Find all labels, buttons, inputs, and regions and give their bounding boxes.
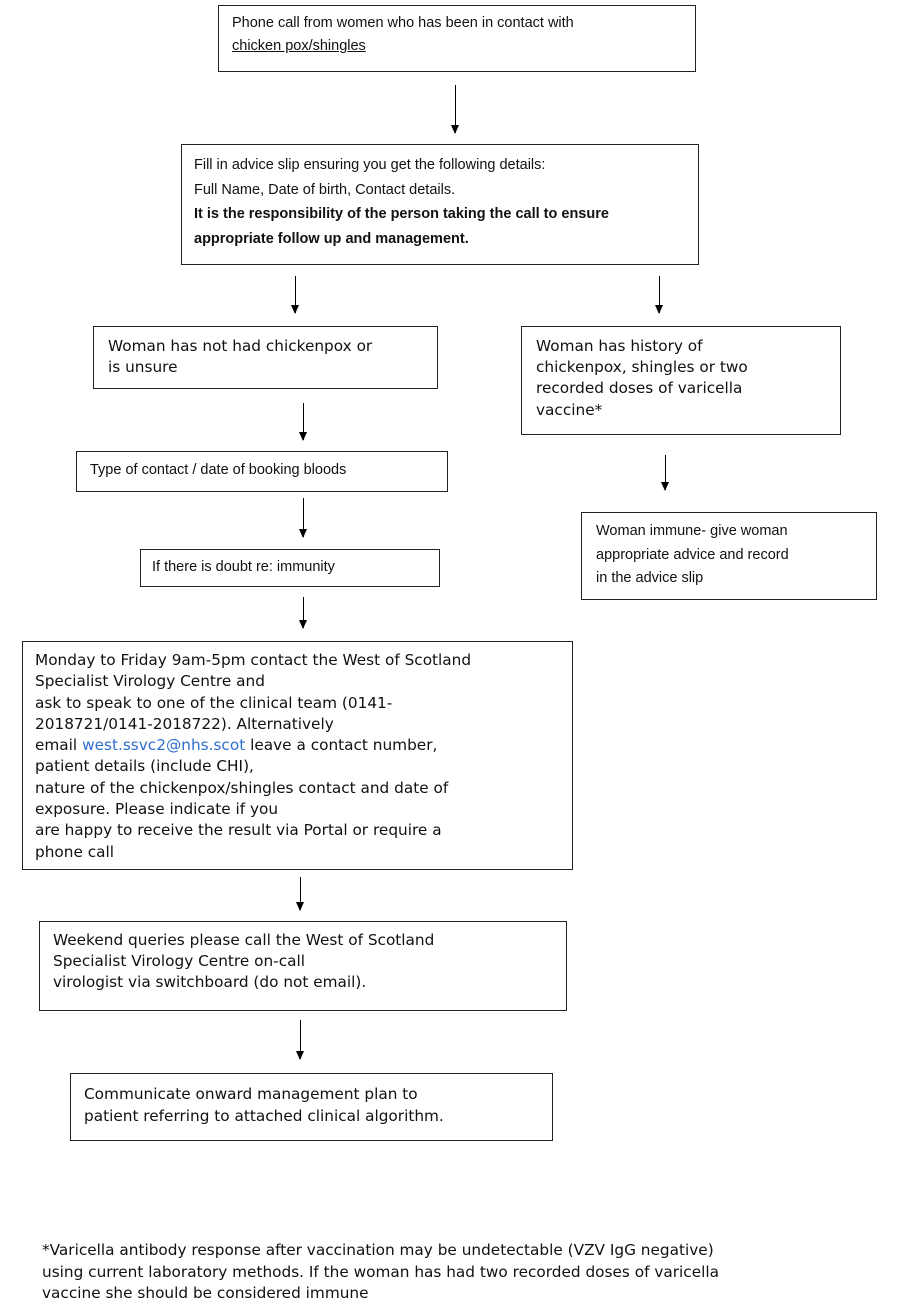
text: email bbox=[35, 736, 83, 755]
text: vaccine she should be considered immune bbox=[42, 1284, 369, 1302]
text: using current laboratory methods. If the… bbox=[42, 1262, 720, 1281]
box-immune: Woman immune- give woman appropriate adv… bbox=[581, 512, 877, 600]
text: Communicate onward management plan to bbox=[84, 1085, 418, 1103]
arrow-down bbox=[295, 1020, 304, 1060]
box-not-had-chickenpox: Woman has not had chickenpox or is unsur… bbox=[93, 326, 438, 389]
footnote: *Varicella antibody response after vacci… bbox=[42, 1240, 719, 1305]
text: Full Name, Date of birth, Contact detail… bbox=[194, 181, 456, 198]
box-type-of-contact: Type of contact / date of booking bloods bbox=[76, 451, 448, 492]
text: in the advice slip bbox=[596, 570, 704, 586]
text: If there is doubt re: immunity bbox=[152, 559, 335, 575]
email-link[interactable]: west.ssvc2@nhs.scot bbox=[82, 736, 246, 755]
text: Type of contact / date of booking bloods bbox=[90, 462, 347, 478]
text: exposure. Please indicate if you bbox=[35, 800, 279, 819]
text: *Varicella antibody response after vacci… bbox=[42, 1241, 714, 1259]
text: email west.ssvc2@nhs.scot leave a contac… bbox=[35, 735, 572, 756]
text: virologist via switchboard (do not email… bbox=[53, 973, 367, 992]
text: nature of the chickenpox/shingles contac… bbox=[35, 778, 449, 797]
arrow-down bbox=[295, 877, 304, 911]
arrow-down bbox=[298, 498, 307, 538]
text: recorded doses of varicella bbox=[536, 379, 743, 398]
box-history: Woman has history of chickenpox, shingle… bbox=[521, 326, 841, 435]
box-advice-slip: Fill in advice slip ensuring you get the… bbox=[181, 144, 699, 265]
text: 2018721/0141-2018722). Alternatively bbox=[35, 714, 334, 733]
box-communicate: Communicate onward management plan to pa… bbox=[70, 1073, 553, 1141]
box-weekday-contact: Monday to Friday 9am-5pm contact the Wes… bbox=[22, 641, 573, 870]
text: Specialist Virology Centre and bbox=[35, 672, 265, 691]
arrow-down bbox=[450, 85, 459, 134]
text: It is the responsibility of the person t… bbox=[194, 206, 609, 222]
arrow-down bbox=[298, 403, 307, 441]
box-doubt-immunity: If there is doubt re: immunity bbox=[140, 549, 440, 587]
text: patient details (include CHI), bbox=[35, 757, 254, 776]
text: Specialist Virology Centre on-call bbox=[53, 952, 305, 971]
text: Woman has not had chickenpox or bbox=[108, 337, 373, 355]
text: Woman immune- give woman bbox=[596, 523, 788, 539]
text: chickenpox, shingles or two bbox=[536, 358, 748, 377]
text: appropriate follow up and management. bbox=[194, 230, 469, 247]
text: Weekend queries please call the West of … bbox=[53, 931, 435, 949]
text: Woman has history of bbox=[536, 337, 703, 355]
text: is unsure bbox=[108, 358, 178, 377]
text: phone call bbox=[35, 842, 115, 861]
text: leave a contact number, bbox=[250, 736, 438, 755]
text: ask to speak to one of the clinical team… bbox=[35, 693, 393, 712]
arrow-down bbox=[298, 597, 307, 629]
box-weekend: Weekend queries please call the West of … bbox=[39, 921, 567, 1011]
arrow-down bbox=[660, 455, 669, 491]
text: patient referring to attached clinical a… bbox=[84, 1107, 444, 1125]
arrow-down bbox=[654, 276, 663, 314]
box-phone-call: Phone call from women who has been in co… bbox=[218, 5, 696, 72]
text: vaccine* bbox=[536, 400, 603, 419]
text: Fill in advice slip ensuring you get the… bbox=[194, 157, 546, 173]
text: chicken pox/shingles bbox=[232, 38, 366, 54]
text: are happy to receive the result via Port… bbox=[35, 821, 442, 840]
arrow-down bbox=[290, 276, 299, 314]
text: Monday to Friday 9am-5pm contact the Wes… bbox=[35, 651, 472, 669]
text: Phone call from women who has been in co… bbox=[232, 15, 574, 31]
text: appropriate advice and record bbox=[596, 546, 789, 563]
